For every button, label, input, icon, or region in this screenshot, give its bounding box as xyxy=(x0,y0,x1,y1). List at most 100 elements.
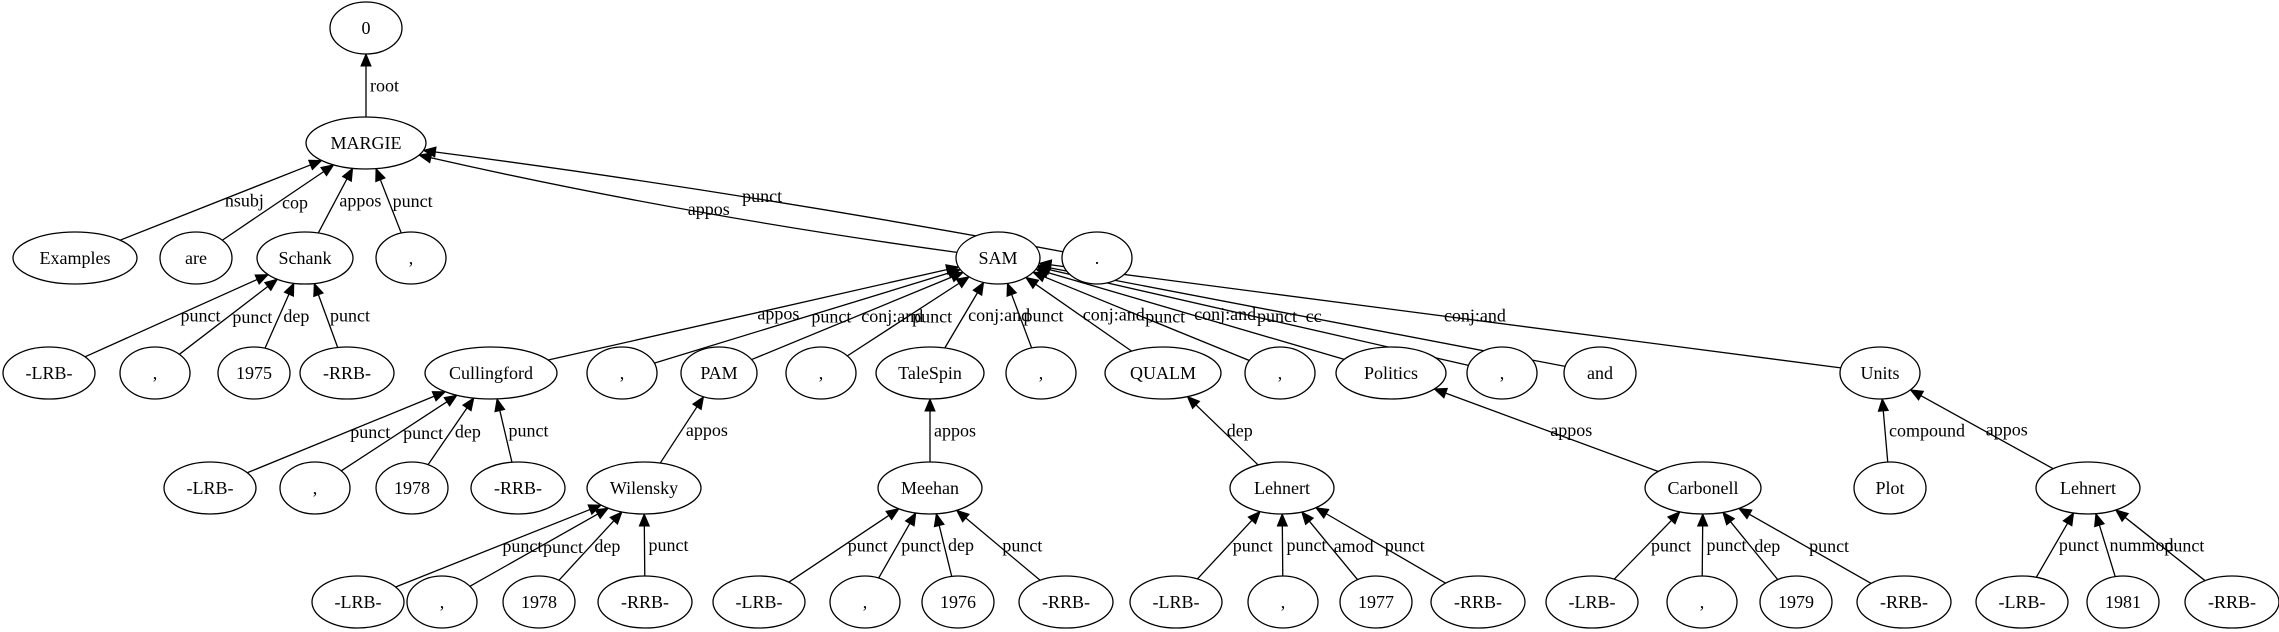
edge-label: punct xyxy=(502,536,542,556)
edge-conj-and-units-to-sam: conj:and xyxy=(1037,259,1841,369)
node-lehnert: Lehnert xyxy=(2035,461,2141,515)
arrowhead-icon xyxy=(1877,397,1890,412)
node-ellipse xyxy=(1129,575,1223,629)
node-ellipse xyxy=(597,575,693,629)
node-carbonell: Carbonell xyxy=(1644,461,1762,515)
node-comma: , xyxy=(1244,346,1316,400)
node-comma: , xyxy=(785,346,857,400)
edge-line xyxy=(878,523,911,579)
node-label: , xyxy=(440,592,445,612)
node-ellipse xyxy=(1853,461,1927,515)
arrowhead-icon xyxy=(933,512,945,528)
edge-nsubj-examples-to-margie: nsubj xyxy=(119,159,323,241)
node-label: 1978 xyxy=(521,592,557,612)
node-label: Politics xyxy=(1364,363,1418,383)
node-label: 1981 xyxy=(2105,592,2141,612)
node-wilensky: Wilensky xyxy=(586,461,702,515)
edge-punct-comma9-to-wilensky: punct xyxy=(469,507,610,587)
node-comma: , xyxy=(119,346,191,400)
edge-label: punct xyxy=(2164,535,2204,555)
edge-line xyxy=(2035,523,2069,578)
node-ellipse xyxy=(1839,346,1921,400)
edge-line xyxy=(340,401,448,472)
edge-line xyxy=(1325,513,1446,584)
node-lrb: -LRB- xyxy=(712,575,806,629)
edge-line xyxy=(965,517,1041,581)
node-ellipse xyxy=(299,346,395,400)
node-ellipse xyxy=(785,346,857,400)
node-pam: PAM xyxy=(680,346,758,400)
node-comma: , xyxy=(1005,346,1077,400)
node-label: -RRB- xyxy=(2208,592,2256,612)
node-lrb: -LRB- xyxy=(163,461,257,515)
arrowhead-icon xyxy=(955,276,971,289)
node-ellipse xyxy=(1339,575,1413,629)
node-ellipse xyxy=(12,231,138,285)
edge-line xyxy=(264,293,290,349)
edge-line xyxy=(1049,267,1566,367)
arrowhead-icon xyxy=(320,164,335,177)
edge-dep-lehnert1-to-qualm: dep xyxy=(1186,395,1259,466)
arrowhead-icon xyxy=(1186,395,1201,410)
edge-dep-y1978a-to-cullingford: dep xyxy=(427,397,481,466)
edge-label: punct xyxy=(543,537,583,557)
edge-label: appos xyxy=(686,420,728,440)
node-label: -LRB- xyxy=(335,592,382,612)
node-units: Units xyxy=(1839,346,1921,400)
edge-label: punct xyxy=(649,535,689,555)
node-0: 0 xyxy=(329,1,403,55)
node-label: 1979 xyxy=(1778,592,1814,612)
arrowhead-icon xyxy=(461,397,475,412)
edge-punct-period-to-margie: punct xyxy=(422,146,1064,253)
edge-dep-y1979-to-carbonell: dep xyxy=(1722,511,1780,581)
arrowhead-icon xyxy=(1909,389,1925,401)
edge-punct-comma6-to-sam: punct xyxy=(1031,271,1250,362)
edge-line xyxy=(427,407,468,466)
node-ellipse xyxy=(1244,346,1316,400)
edge-line xyxy=(317,178,348,234)
node-label: 1975 xyxy=(236,363,272,383)
edge-line xyxy=(1882,410,1889,463)
node-rrb: -RRB- xyxy=(1018,575,1114,629)
node-label: -RRB- xyxy=(323,363,371,383)
edge-label: punct xyxy=(181,306,221,326)
node-ellipse xyxy=(712,575,806,629)
edge-label: dep xyxy=(594,536,620,556)
edge-conj-and-politics-to-sam: conj:and xyxy=(1034,267,1345,360)
edge-punct-comma12-to-carbonell: punct xyxy=(1696,512,1747,577)
node-label: -RRB- xyxy=(494,478,542,498)
node-label: Lehnert xyxy=(1254,478,1310,498)
node-margie: MARGIE xyxy=(305,116,427,170)
edge-label: punct xyxy=(2059,535,2099,555)
arrowhead-icon xyxy=(1314,507,1330,519)
edge-label: punct xyxy=(350,422,390,442)
node-ellipse xyxy=(921,575,995,629)
node-ellipse xyxy=(586,346,658,400)
node-label: . xyxy=(1095,248,1100,268)
edge-label: punct xyxy=(912,306,952,326)
edge-punct-lrb2-to-cullingford: punct xyxy=(247,391,447,474)
edge-punct-rrb5-to-lehnert1: punct xyxy=(1314,507,1446,584)
node-label: -RRB- xyxy=(1454,592,1502,612)
edge-label: dep xyxy=(1754,536,1780,556)
node-label: -LRB- xyxy=(26,363,73,383)
edge-label: dep xyxy=(455,421,481,441)
edge-line xyxy=(1445,392,1659,473)
node-label: QUALM xyxy=(1130,363,1196,383)
edge-appos-carbonell-to-politics: appos xyxy=(1433,387,1659,473)
node-1976: 1976 xyxy=(921,575,995,629)
edge-line xyxy=(119,164,311,241)
edge-nummod-y1981-to-lehnert2: nummod xyxy=(2094,512,2174,577)
node-ellipse xyxy=(1104,346,1222,400)
edge-label: punct xyxy=(1024,306,1064,326)
node-meehan: Meehan xyxy=(877,461,983,515)
arrowhead-icon xyxy=(638,512,651,527)
edge-punct-comma4-to-sam: punct xyxy=(846,276,971,357)
node-ellipse xyxy=(1061,231,1133,285)
edge-line xyxy=(1730,521,1779,581)
edge-line xyxy=(379,179,402,234)
edge-line xyxy=(548,268,948,361)
edge-conj-and-qualm-to-sam: conj:and xyxy=(1024,276,1145,352)
edge-line xyxy=(1047,271,1345,360)
node-ellipse xyxy=(877,461,983,515)
